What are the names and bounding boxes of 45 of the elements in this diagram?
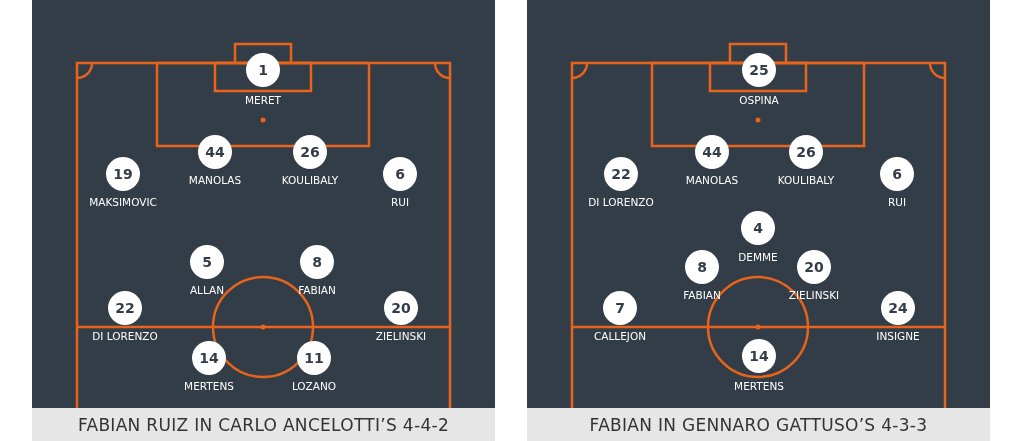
player-name: MERET (245, 94, 281, 106)
player-number-circle: 6 (880, 157, 914, 191)
player-name: MANOLAS (685, 174, 739, 186)
player-number-circle: 22 (108, 291, 142, 325)
player-number-circle: 20 (797, 250, 831, 284)
player-number-circle: 22 (604, 157, 638, 191)
player-number-circle: 26 (293, 135, 327, 169)
player-number-circle: 20 (384, 291, 418, 325)
player-name: DI LORENZO (588, 196, 654, 208)
player-name: KOULIBALY (281, 174, 339, 186)
player-number-circle: 8 (300, 245, 334, 279)
player-number-circle: 19 (106, 157, 140, 191)
player-name: RUI (887, 196, 907, 208)
player-number-circle: 25 (742, 53, 776, 87)
player-number-circle: 26 (789, 135, 823, 169)
player-name: ZIELINSKI (375, 330, 427, 342)
player-number-circle: 6 (383, 157, 417, 191)
player-number-circle: 24 (881, 291, 915, 325)
player-name: OSPINA (739, 94, 779, 106)
player-name: MAKSIMOVIC (89, 196, 157, 208)
player-name: INSIGNE (876, 330, 920, 342)
player-name: KOULIBALY (777, 174, 835, 186)
player-number-circle: 7 (603, 291, 637, 325)
player-number-circle: 5 (190, 245, 224, 279)
player-number-circle: 4 (741, 211, 775, 245)
player-number-circle: 1 (246, 53, 280, 87)
player-number-circle: 44 (198, 135, 232, 169)
caption-text: FABIAN RUIZ IN CARLO ANCELOTTI’S 4-4-2 (77, 414, 450, 435)
player-name: MERTENS (184, 380, 234, 392)
player-name: FABIAN (298, 284, 336, 296)
player-number-circle: 11 (297, 341, 331, 375)
player-name: ALLAN (189, 284, 225, 296)
player-name: MANOLAS (188, 174, 242, 186)
player-number-circle: 44 (695, 135, 729, 169)
player-name: FABIAN (683, 289, 721, 301)
player-name: LOZANO (291, 380, 337, 392)
player-number-circle: 14 (742, 339, 776, 373)
caption-text: FABIAN IN GENNARO GATTUSO’S 4-3-3 (589, 414, 928, 435)
player-name: CALLEJON (593, 330, 647, 342)
player-name: DEMME (738, 251, 778, 263)
player-name: DI LORENZO (92, 330, 158, 342)
player-name: RUI (390, 196, 410, 208)
player-number-circle: 14 (192, 341, 226, 375)
player-name: MERTENS (734, 380, 784, 392)
player-number-circle: 8 (685, 250, 719, 284)
